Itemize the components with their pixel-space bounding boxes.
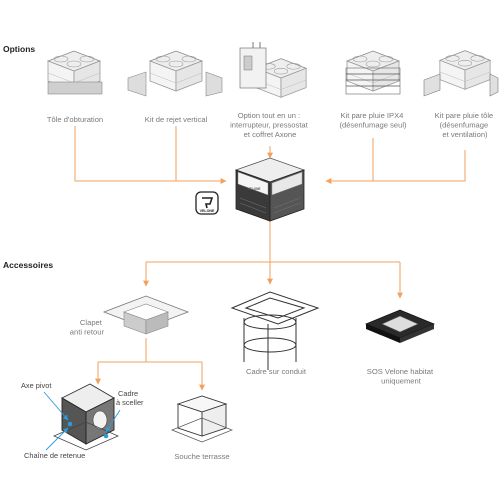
- badge-label: VELONE: [200, 209, 215, 213]
- options-heading: Options: [3, 44, 35, 54]
- option-label: Tôle d'obturation: [47, 115, 103, 124]
- option-rain-cover-ipx4-illustration: [345, 50, 401, 95]
- callout-pivot-axis: Axe pivot: [21, 381, 51, 390]
- options-connector-lines: [74, 126, 466, 391]
- accessories-heading: Accessoires: [3, 260, 53, 270]
- option-label: Kit pare pluie IPX4 (désenfumage seul): [339, 111, 407, 130]
- option-label: Option tout en un : interrupteur, presso…: [230, 111, 310, 139]
- accessory-roof-curb-illustration: [171, 395, 233, 443]
- main-fan-unit-illustration: VELONE: [234, 157, 306, 222]
- accessory-label: Clapet anti retour: [70, 318, 105, 337]
- option-label: Kit de rejet vertical: [145, 115, 208, 124]
- callout-retaining-chain: Chaîne de retenue: [24, 451, 85, 460]
- option-label: Kit pare pluie tôle (désenfumage et vent…: [435, 111, 496, 139]
- accessory-sos-frame-illustration: [364, 309, 436, 343]
- option-rain-cover-sheet-illustration: [423, 50, 499, 97]
- accessory-label: SOS Velone habitat uniquement: [367, 367, 435, 386]
- accessory-label: Cadre sur conduit: [246, 367, 307, 376]
- pivot-damper-illustration: [53, 383, 119, 451]
- accessory-label: Souche terrasse: [174, 452, 229, 461]
- accessory-check-valve-illustration: [102, 295, 190, 335]
- option-sealing-plate-illustration: [47, 50, 103, 95]
- velone-badge-icon: VELONE: [195, 191, 219, 215]
- option-all-in-one-illustration: [239, 42, 307, 98]
- callout-frame: Cadre à sceller: [116, 389, 144, 407]
- accessory-duct-frame-illustration: [230, 291, 320, 370]
- main-unit-brand: VELONE: [247, 187, 260, 191]
- callout-arrows: [43, 391, 121, 451]
- option-vertical-discharge-illustration: [127, 50, 223, 97]
